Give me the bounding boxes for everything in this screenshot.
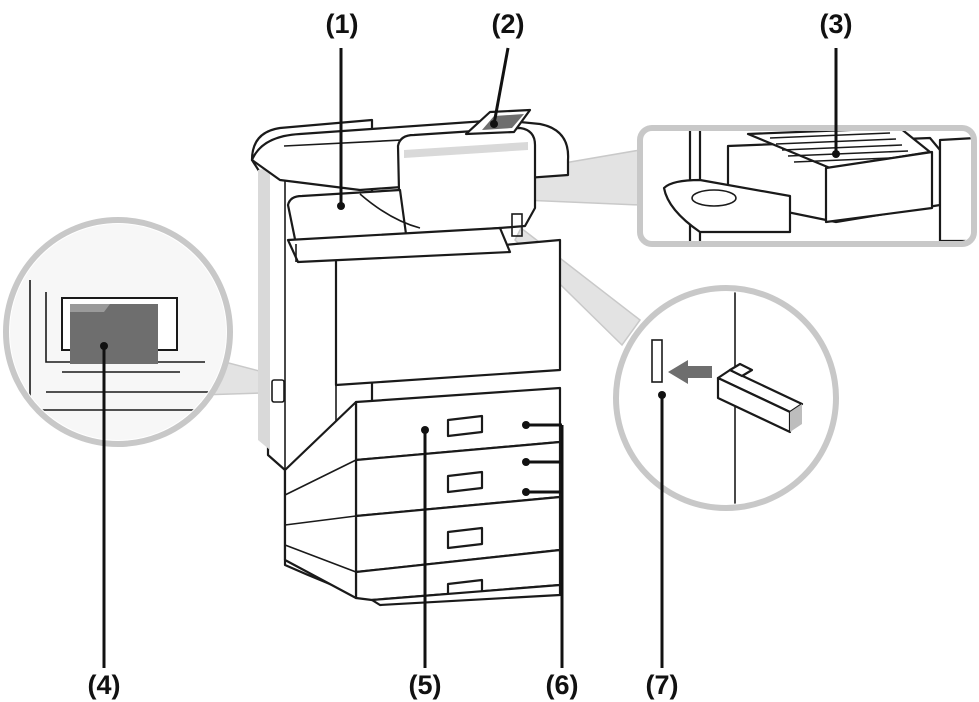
paper-drawers [283,386,562,607]
callout-label-1: (1) [326,9,359,39]
callout-label-5: (5) [409,670,442,700]
callout-label-6: (6) [546,670,579,700]
callout-label-4: (4) [88,670,121,700]
inset-power-switch [3,217,233,447]
callout-label-2: (2) [492,9,525,39]
printer-illustration [250,108,570,607]
usb-port [651,339,663,383]
printer-front-upper [334,238,562,387]
inset-usb-port [613,285,839,511]
callout-label-3: (3) [820,9,853,39]
main-power-switch [70,304,158,364]
leader-lines [100,47,840,668]
usb-memory-icon [716,362,804,434]
inset-paper-exit-tray [637,125,977,247]
tray-handle [446,414,484,438]
insert-arrow-icon [668,360,712,384]
callout-label-7: (7) [646,670,679,700]
